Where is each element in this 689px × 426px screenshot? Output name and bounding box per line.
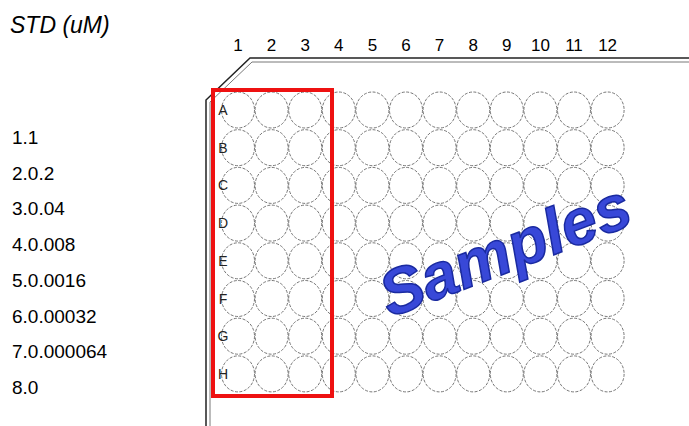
well [356,130,389,166]
well [255,356,288,392]
well [322,92,355,128]
standard-wells-frame [213,90,332,396]
row-letter: G [218,329,229,343]
well [390,205,423,241]
well [390,92,423,128]
well [289,356,322,392]
standard-concentration: 6.0.00032 [12,307,97,326]
row-letter: H [218,367,228,381]
well [423,356,456,392]
standard-concentration: 8.0 [12,378,38,397]
column-number: 11 [565,37,583,54]
well [255,243,288,279]
well [490,92,523,128]
column-number: 8 [468,37,477,54]
well [322,318,355,354]
well [423,130,456,166]
well [490,356,523,392]
well [390,356,423,392]
well [322,243,355,279]
well [289,281,322,317]
well [289,92,322,128]
row-letter: D [218,216,228,230]
column-number: 12 [598,37,617,54]
well [591,130,624,166]
column-number: 1 [233,37,242,54]
well [356,356,389,392]
well [255,318,288,354]
well [255,281,288,317]
column-number: 5 [368,37,377,54]
column-number: 6 [401,37,410,54]
well [423,92,456,128]
column-number: 7 [435,37,444,54]
plate-inner-outline [210,62,689,426]
row-letter: F [219,292,228,306]
well [490,167,523,203]
well [255,130,288,166]
well [524,92,557,128]
well [255,92,288,128]
well [524,318,557,354]
well [390,167,423,203]
column-number: 2 [267,37,276,54]
well [457,167,490,203]
well [289,243,322,279]
standard-concentration: 2.0.2 [12,164,54,183]
well [289,205,322,241]
well [356,205,389,241]
plate-outline [206,58,689,426]
well [356,318,389,354]
well [423,167,456,203]
well [255,205,288,241]
well [558,356,591,392]
standard-concentration: 3.0.04 [12,199,65,218]
well [255,167,288,203]
well [322,356,355,392]
well [322,281,355,317]
well [457,130,490,166]
well [423,318,456,354]
well [457,92,490,128]
axis-title: STD (uM) [10,14,110,37]
well [322,205,355,241]
column-number: 10 [531,37,550,54]
well [322,130,355,166]
well [524,356,557,392]
well [591,281,624,317]
standard-concentration: 7.0.000064 [12,342,107,361]
column-number: 4 [334,37,343,54]
well [457,356,490,392]
standard-concentration: 5.0.0016 [12,271,86,290]
well [289,167,322,203]
well [457,318,490,354]
well [524,281,557,317]
well [490,318,523,354]
well [558,92,591,128]
well [356,167,389,203]
well [558,130,591,166]
well [558,318,591,354]
row-letter: C [218,178,228,192]
well [591,356,624,392]
row-letter: A [218,103,227,117]
standard-concentration: 4.0.008 [12,235,75,254]
row-letter: E [218,254,227,268]
samples-watermark: Samples [371,173,640,327]
column-number: 3 [300,37,309,54]
well [490,130,523,166]
row-letter: B [218,141,227,155]
well [558,281,591,317]
well [356,92,389,128]
standard-concentration: 1.1 [12,128,38,147]
well [289,130,322,166]
column-number: 9 [502,37,511,54]
well [289,318,322,354]
well [591,318,624,354]
well [322,167,355,203]
well [390,130,423,166]
well [524,130,557,166]
well [591,92,624,128]
